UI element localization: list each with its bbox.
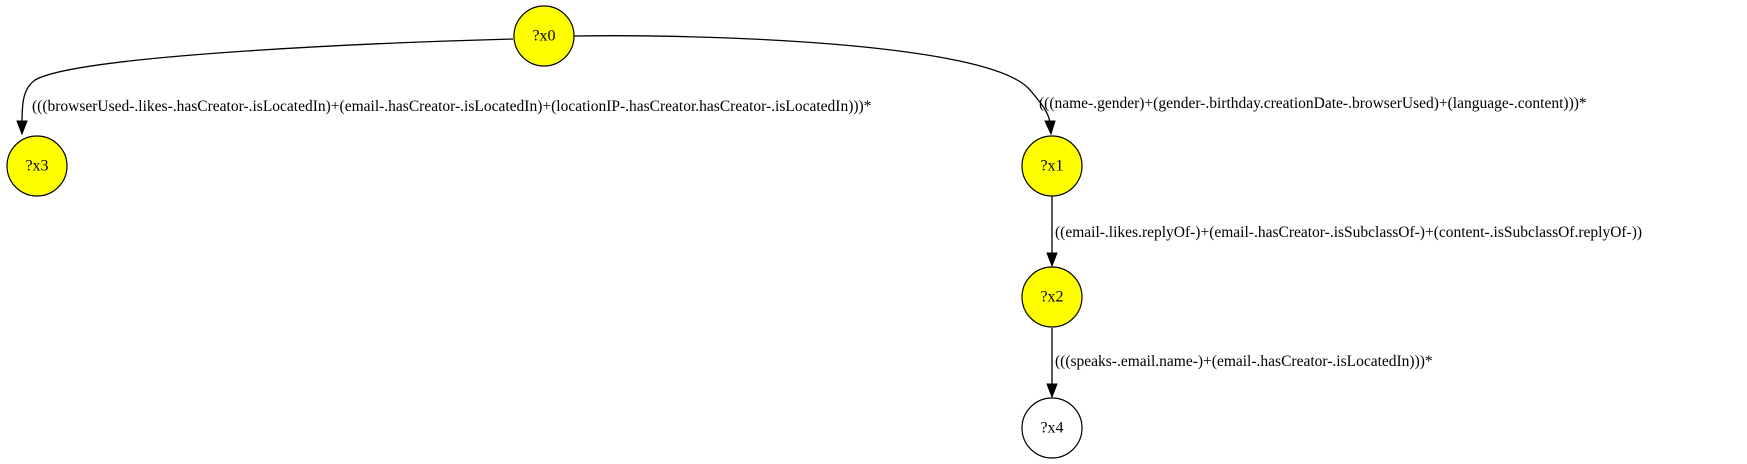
edge-x0-x1-arrowhead <box>1044 120 1056 136</box>
edge-x2-x4: (((speaks-.email.name-)+(email-.hasCreat… <box>1046 328 1433 399</box>
edge-x1-x2: ((email-.likes.replyOf-)+(email-.hasCrea… <box>1046 196 1642 268</box>
node-x4-circle <box>1021 397 1083 459</box>
edge-x0-x1: (((name-.gender)+(gender-.birthday.creat… <box>573 35 1587 136</box>
node-x2-circle <box>1021 266 1083 328</box>
node-x4: ?x4 <box>1021 397 1083 459</box>
edge-x2-x4-arrowhead <box>1046 383 1058 399</box>
edge-x1-x2-arrowhead <box>1046 252 1058 268</box>
node-x3-label: ?x3 <box>25 158 48 175</box>
node-x3-circle <box>6 135 68 197</box>
edge-x2-x4-label: (((speaks-.email.name-)+(email-.hasCreat… <box>1055 353 1433 370</box>
node-x0-circle <box>513 5 575 67</box>
edge-x0-x3-label: (((browserUsed-.likes-.hasCreator-.isLoc… <box>32 98 872 115</box>
node-x2-label: ?x2 <box>1040 289 1063 306</box>
edge-x0-x1-line <box>573 35 1051 123</box>
edge-x0-x3-line <box>21 38 514 123</box>
edge-x0-x3-arrowhead <box>16 120 28 136</box>
node-x1: ?x1 <box>1021 135 1083 197</box>
node-x0: ?x0 <box>513 5 575 67</box>
node-x3: ?x3 <box>6 135 68 197</box>
node-x1-label: ?x1 <box>1040 158 1063 175</box>
node-x4-label: ?x4 <box>1040 420 1063 437</box>
node-x2: ?x2 <box>1021 266 1083 328</box>
node-x1-circle <box>1021 135 1083 197</box>
edge-x0-x3: (((browserUsed-.likes-.hasCreator-.isLoc… <box>16 38 872 136</box>
edge-x0-x1-label: (((name-.gender)+(gender-.birthday.creat… <box>1039 95 1587 112</box>
node-x0-label: ?x0 <box>532 28 555 45</box>
edge-x1-x2-label: ((email-.likes.replyOf-)+(email-.hasCrea… <box>1055 224 1642 241</box>
